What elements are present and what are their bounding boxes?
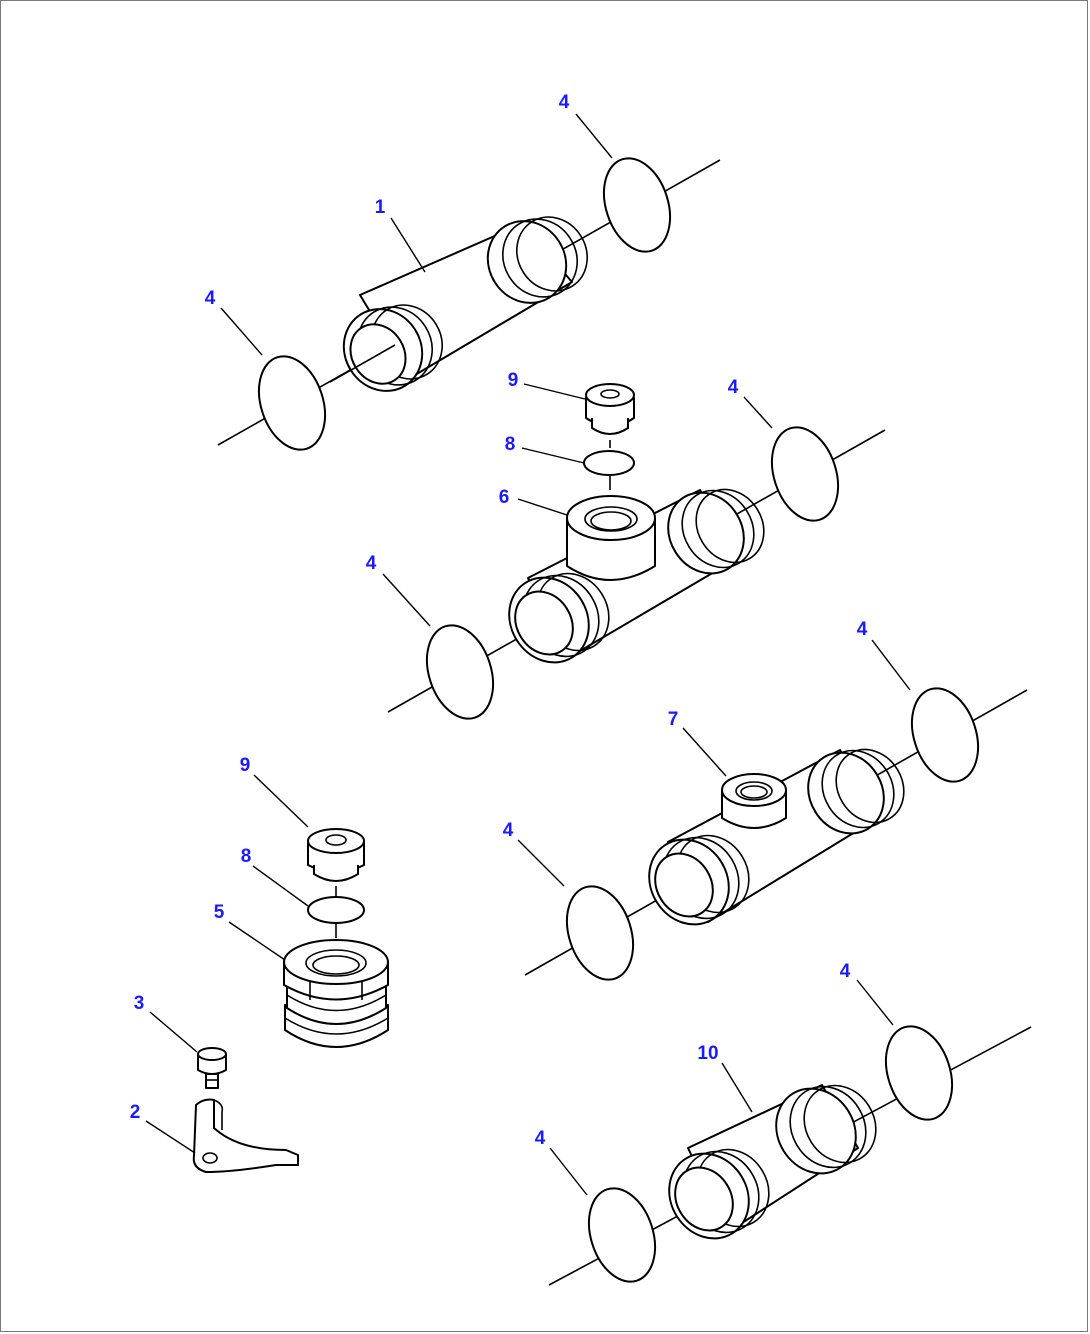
callout-part-8: 8 <box>505 434 516 455</box>
callout-part-1: 1 <box>375 197 386 218</box>
callout-part-10: 10 <box>697 1043 718 1064</box>
part-8a-washer <box>583 450 635 490</box>
callout-part-3: 3 <box>134 993 145 1014</box>
part-1-pipe <box>217 159 721 446</box>
callout-part-7: 7 <box>668 709 679 730</box>
part-3-bolt <box>197 1047 227 1089</box>
callout-part-4: 4 <box>857 619 868 640</box>
callout-part-4: 4 <box>559 92 570 113</box>
callout-part-4: 4 <box>840 961 851 982</box>
callout-part-4: 4 <box>503 820 514 841</box>
callout-part-4: 4 <box>205 288 216 309</box>
part-8b-washer <box>307 896 365 938</box>
callout-part-9: 9 <box>240 755 251 776</box>
o-ring-4g <box>884 1025 954 1121</box>
callout-part-5: 5 <box>214 902 225 923</box>
callout-part-2: 2 <box>130 1102 141 1123</box>
part-5-fitting <box>283 939 389 1048</box>
part-2-clamp <box>192 1098 299 1173</box>
o-ring-4b <box>257 355 327 451</box>
o-ring-4a <box>602 157 672 253</box>
callout-part-9: 9 <box>508 370 519 391</box>
o-ring-4d <box>425 624 495 720</box>
o-ring-4e <box>910 687 980 783</box>
part-9a-plug <box>585 383 635 448</box>
o-ring-4h <box>587 1187 657 1283</box>
callouts: 1 4 4 9 8 6 4 4 4 7 4 9 8 5 3 2 4 10 4 <box>130 92 868 1149</box>
part-10-pipe <box>548 1026 1032 1286</box>
callout-part-4: 4 <box>366 553 377 574</box>
leader-lines <box>145 113 911 1196</box>
callout-part-4: 4 <box>728 377 739 398</box>
callout-part-4: 4 <box>535 1128 546 1149</box>
o-ring-4f <box>565 885 635 981</box>
part-6-tee <box>387 429 886 713</box>
callout-part-6: 6 <box>499 487 510 508</box>
part-9b-plug <box>307 828 365 896</box>
o-ring-4c <box>770 426 840 522</box>
callout-part-8: 8 <box>241 846 252 867</box>
